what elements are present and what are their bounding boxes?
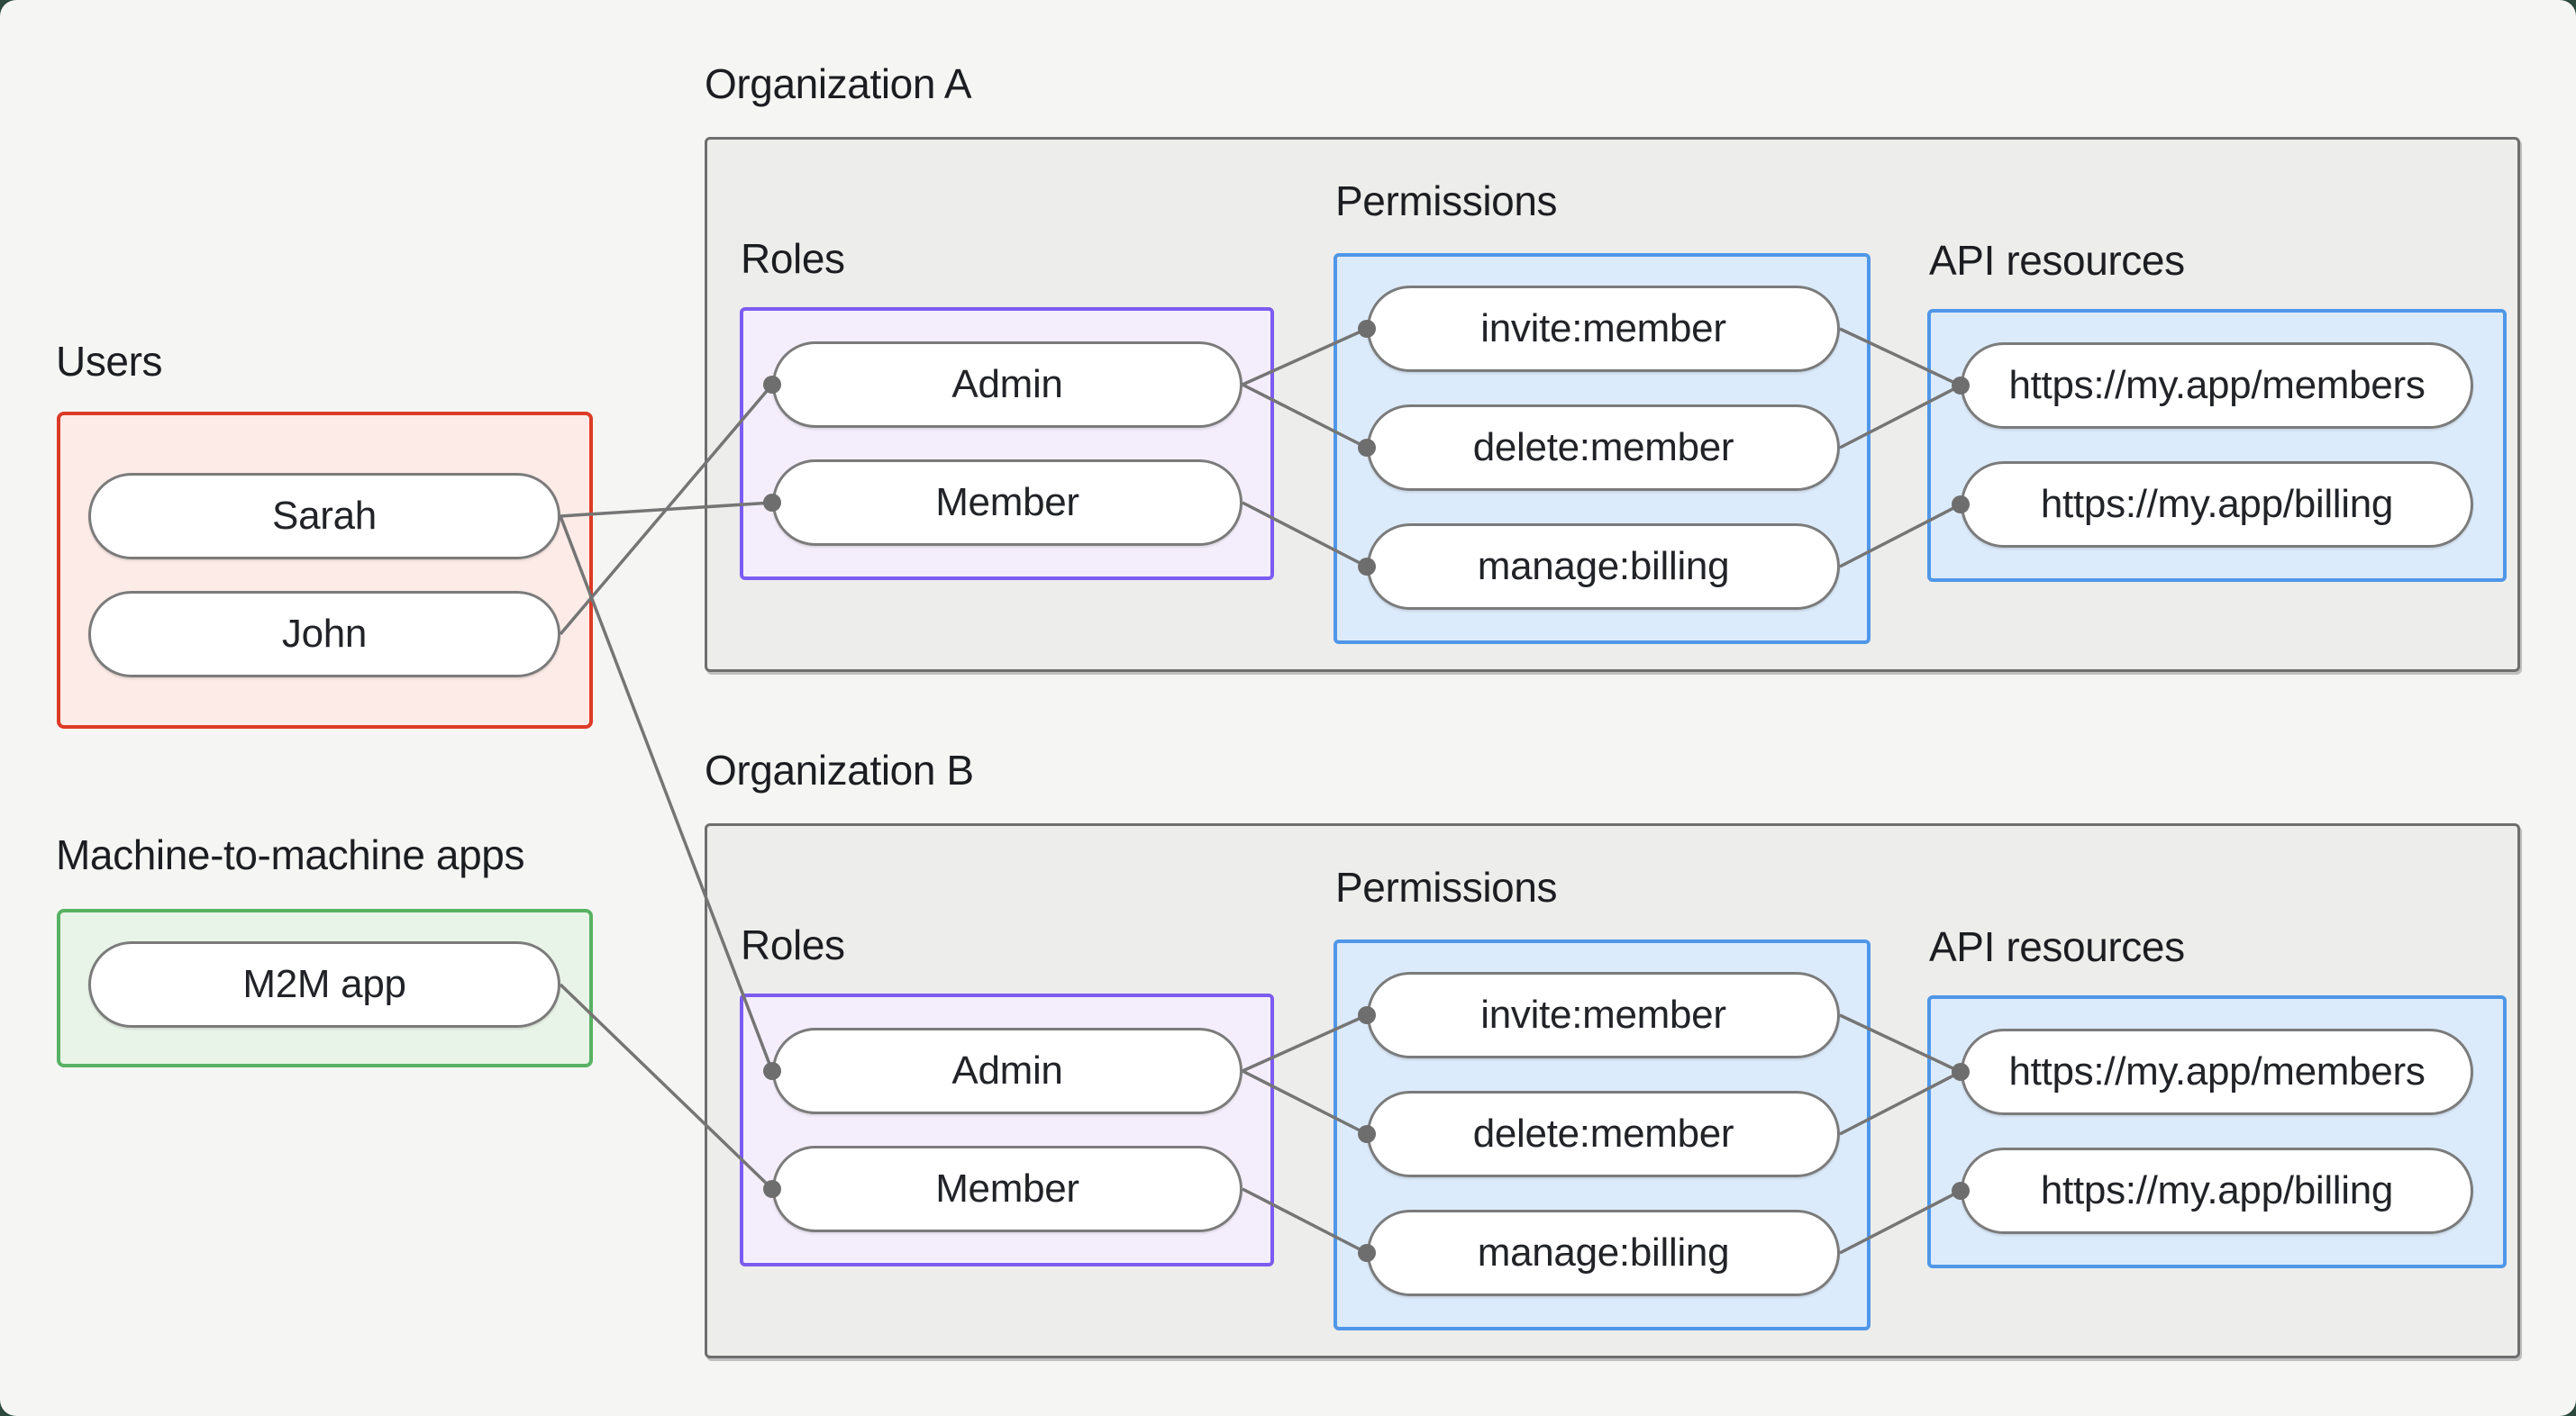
node-label: invite:member — [1480, 993, 1726, 1037]
node-org-a-perm-manage-billing: manage:billing — [1367, 523, 1840, 610]
m2m-group-label: Machine-to-machine apps — [56, 831, 525, 878]
node-org-b-api-members: https://my.app/members — [1961, 1029, 2473, 1115]
node-org-a-perm-invite-member: invite:member — [1367, 286, 1840, 372]
node-label: https://my.app/members — [2008, 363, 2426, 407]
node-org-b-perm-invite-member: invite:member — [1367, 972, 1840, 1058]
node-org-a-role-member: Member — [772, 459, 1242, 546]
users-group-box — [57, 412, 593, 729]
node-label: Admin — [951, 362, 1063, 406]
node-org-b-role-admin: Admin — [772, 1028, 1242, 1114]
org-b-api-label: API resources — [1929, 923, 2185, 970]
node-label: https://my.app/billing — [2040, 482, 2394, 526]
node-user-sarah: Sarah — [88, 473, 560, 559]
node-label: delete:member — [1472, 425, 1734, 469]
node-label: https://my.app/billing — [2040, 1168, 2394, 1212]
node-label: Member — [935, 1166, 1079, 1211]
node-org-b-role-member: Member — [772, 1146, 1242, 1232]
node-org-a-perm-delete-member: delete:member — [1367, 404, 1840, 491]
node-org-b-perm-manage-billing: manage:billing — [1367, 1210, 1840, 1296]
node-label: delete:member — [1472, 1112, 1734, 1156]
node-org-b-api-billing: https://my.app/billing — [1961, 1148, 2473, 1234]
node-label: manage:billing — [1477, 544, 1730, 588]
org-a-roles-label: Roles — [741, 235, 845, 282]
node-label: invite:member — [1480, 306, 1726, 350]
node-label: https://my.app/members — [2008, 1049, 2426, 1094]
node-org-a-api-members: https://my.app/members — [1961, 342, 2473, 429]
users-group-label: Users — [56, 338, 163, 385]
node-label: manage:billing — [1477, 1230, 1730, 1275]
node-label: John — [281, 612, 368, 656]
org-a-permissions-label: Permissions — [1335, 177, 1558, 224]
node-label: Admin — [951, 1048, 1063, 1093]
node-m2m-app: M2M app — [88, 941, 560, 1028]
node-label: M2M app — [242, 962, 406, 1006]
node-org-a-api-billing: https://my.app/billing — [1961, 461, 2473, 548]
org-b-permissions-label: Permissions — [1335, 864, 1558, 911]
node-user-john: John — [88, 591, 560, 677]
node-label: Member — [935, 480, 1079, 524]
org-a-title: Organization A — [705, 60, 972, 107]
node-org-b-perm-delete-member: delete:member — [1367, 1091, 1840, 1177]
node-label: Sarah — [272, 494, 377, 538]
org-b-title: Organization B — [705, 747, 974, 794]
node-org-a-role-admin: Admin — [772, 341, 1242, 428]
org-b-roles-label: Roles — [741, 921, 845, 968]
org-a-api-label: API resources — [1929, 237, 2185, 284]
